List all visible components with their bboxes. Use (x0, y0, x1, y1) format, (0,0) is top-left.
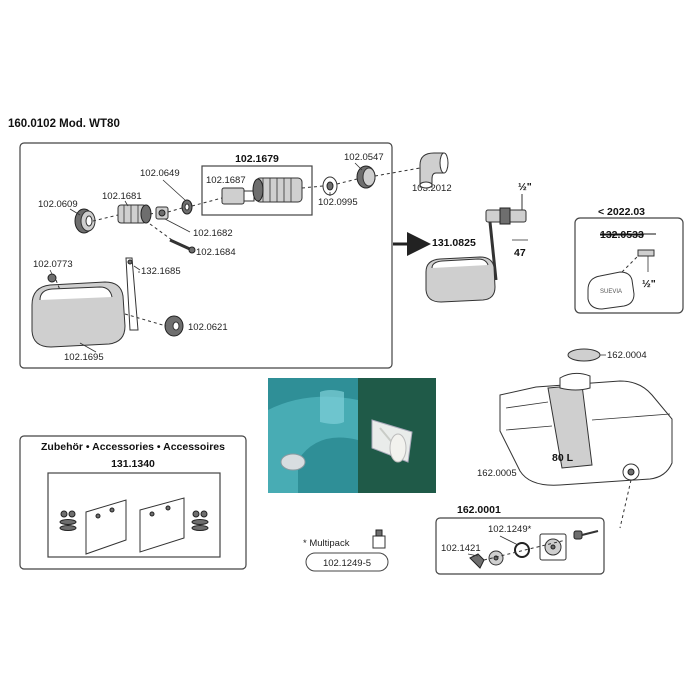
part-label-1682: 102.1682 (193, 228, 233, 239)
threaded-tube-drawing (252, 177, 303, 203)
elbow-2012-drawing (419, 152, 449, 189)
drain-group-label: 162.0001 (457, 504, 501, 516)
accessories-drawing (59, 497, 209, 555)
main-assembly-frame (19, 142, 393, 369)
leader-lines (49, 162, 363, 353)
piston-1682-drawing (155, 206, 169, 220)
part-label-1685: 132.1685 (141, 266, 181, 277)
drain-part-1249: 102.1249* (488, 524, 532, 535)
trough-capacity: 80 L (552, 452, 574, 464)
washer-0995-drawing (322, 176, 338, 196)
part-label-0649: 102.0649 (140, 168, 180, 179)
valve-thread-label: ½" (518, 181, 532, 193)
valve-label: 131.0825 (432, 237, 476, 249)
drain-frame (435, 517, 605, 575)
part-label-0609: 102.0609 (38, 199, 78, 210)
screw-0773-drawing (47, 273, 57, 283)
drain-dashed-line (619, 479, 632, 529)
part-label-2012: 103.2012 (412, 183, 452, 194)
nut-0621-drawing (164, 315, 184, 337)
subgroup-label: 102.1679 (235, 153, 279, 165)
assembly-dashed-lines (55, 167, 421, 327)
accessories-frame (19, 435, 247, 570)
drain-parts-drawing (467, 530, 599, 569)
part-label-1687: 102.1687 (206, 175, 246, 186)
part-label-1681: 102.1681 (102, 191, 142, 202)
old-version-part: 132.0533 (600, 229, 644, 241)
photo-block (268, 378, 436, 493)
part-label-0621: 102.0621 (188, 322, 228, 333)
float-brand-text: SUEVIA (600, 289, 622, 295)
multipack-label: * Multipack (303, 538, 350, 549)
washer-0649-drawing (181, 199, 193, 215)
old-version-date: < 2022.03 (598, 206, 645, 218)
diagram-title: 160.0102 Mod. WT80 (8, 118, 120, 130)
nut-0547-drawing (356, 165, 376, 189)
screw-1684-drawing (169, 238, 196, 254)
multipack-pill (305, 552, 389, 572)
trough-body-label: 162.0005 (477, 468, 517, 479)
part-label-0547: 102.0547 (344, 152, 384, 163)
accessories-inner-frame (47, 472, 221, 558)
part-label-0995: 102.0995 (318, 197, 358, 208)
accessories-heading: Zubehör • Accessories • Accessoires (41, 441, 225, 453)
nut-0609-drawing (74, 208, 96, 234)
multipack-code: 102.1249-5 (323, 558, 371, 569)
old-version-drawing: SUEVIA (587, 249, 655, 310)
cage-1681-drawing (117, 204, 152, 224)
subgroup-102-1679-frame (201, 165, 313, 216)
old-version-frame (574, 217, 684, 314)
drain-part-1421: 102.1421 (441, 543, 481, 554)
part-label-1695: 102.1695 (64, 352, 104, 363)
accessories-label: 131.1340 (111, 458, 155, 470)
part-label-1684: 102.1684 (196, 247, 236, 258)
float-1695-drawing (31, 281, 126, 348)
trough-cap-label: 162.0004 (607, 350, 647, 361)
old-version-thread: ½" (642, 278, 656, 290)
trough-drawing (499, 348, 673, 486)
box-icon (372, 529, 386, 549)
valve-dim-label: 47 (514, 247, 526, 259)
fitting-1687-drawing (221, 187, 255, 205)
arm-1685-drawing (125, 257, 140, 331)
valve-assembly-drawing (425, 194, 528, 303)
part-label-0773: 102.0773 (33, 259, 73, 270)
